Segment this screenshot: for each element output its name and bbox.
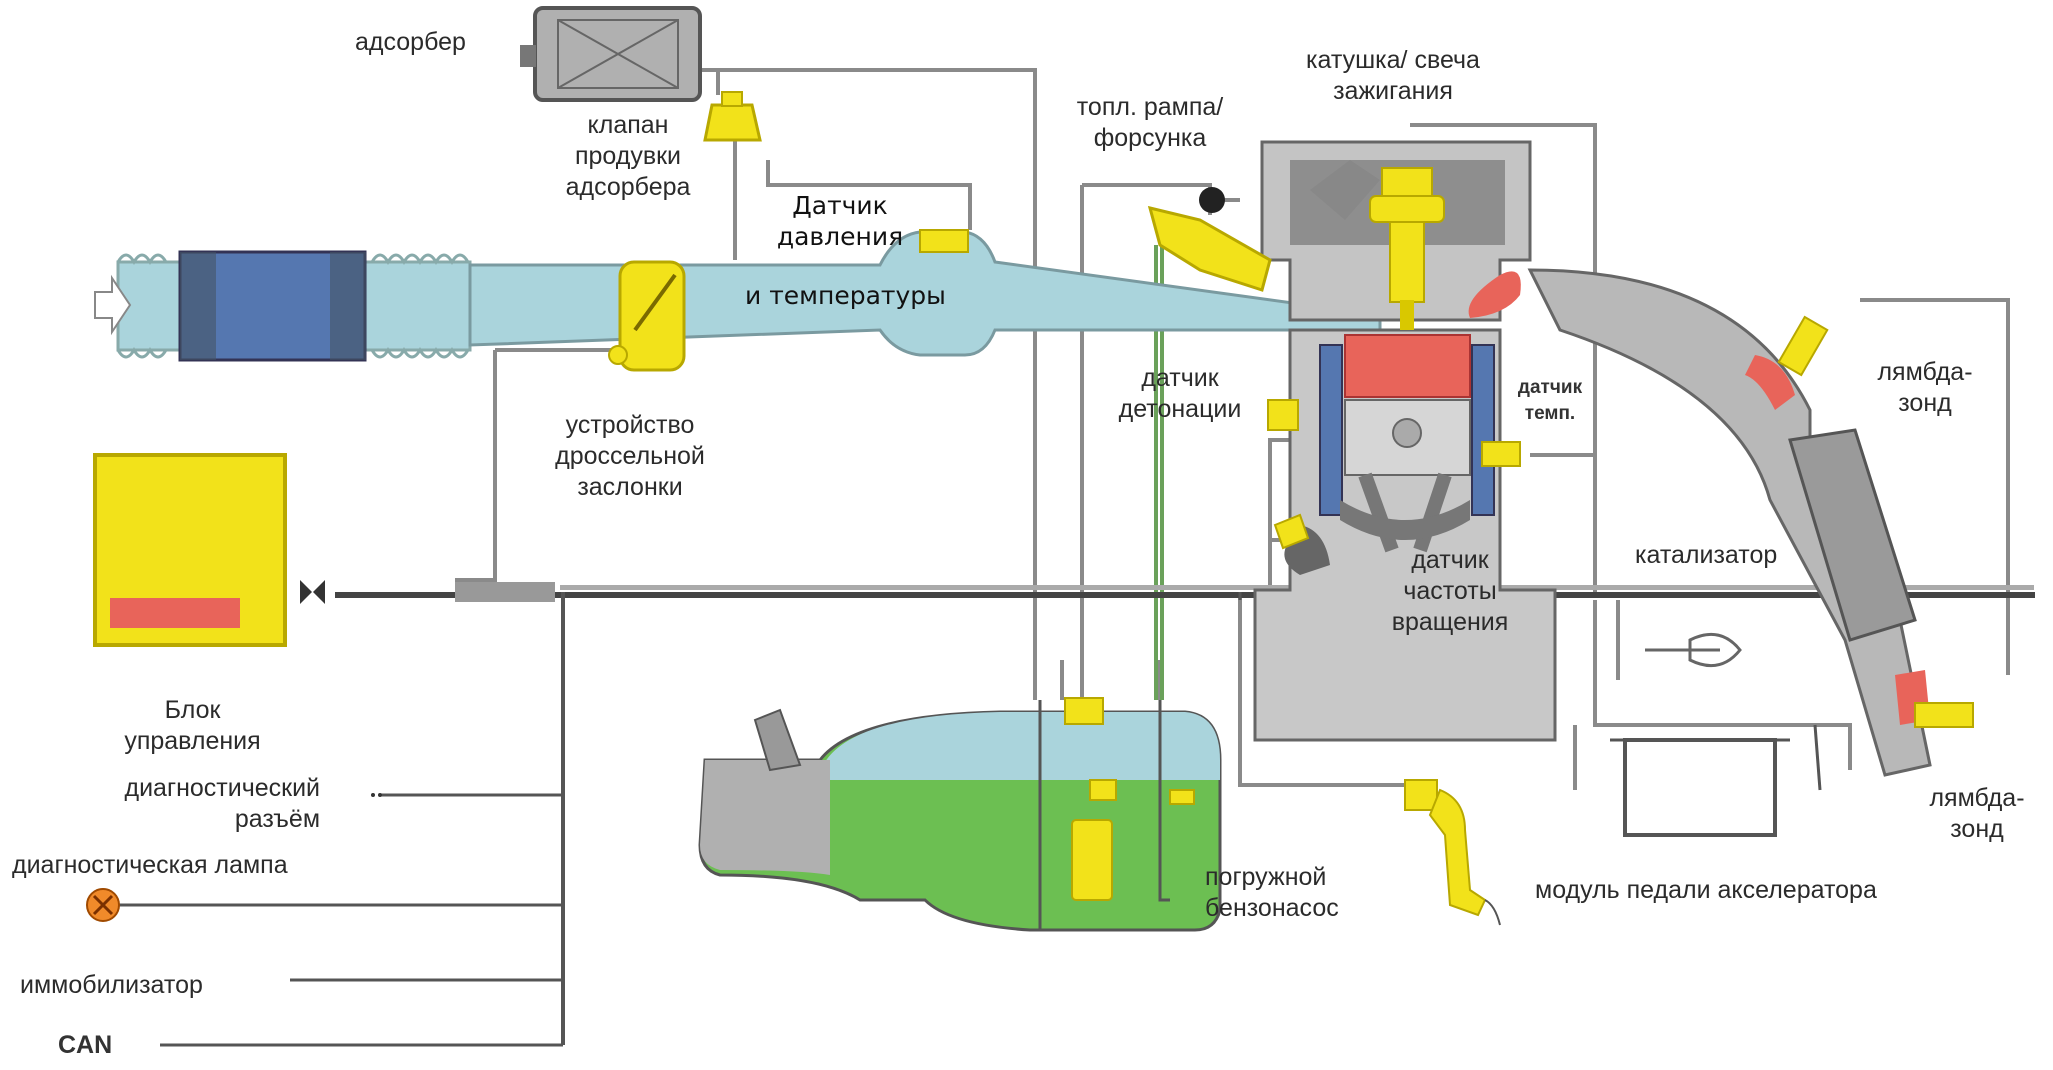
label-adsorber: адсорбер — [355, 28, 466, 56]
fuel-pump — [1071, 819, 1113, 901]
map-sensor — [919, 229, 969, 253]
label-catalyst: катализатор — [1635, 541, 1778, 569]
coolant-temp-sensor — [1481, 441, 1521, 467]
label-purge-valve: клапан продувки адсорбера — [565, 111, 691, 201]
intake-tract — [94, 230, 1382, 362]
label-lambda-lower: лямбда- зонд — [1929, 784, 2025, 843]
air-inlet-arrow — [94, 274, 132, 336]
label-throttle: устройство дроссельной заслонки — [555, 411, 705, 501]
label-can: CAN — [58, 1031, 113, 1059]
diagnostic-lamp-icon — [86, 888, 120, 922]
rpm-sensor-part — [1273, 513, 1310, 550]
accelerator-pedal — [1404, 779, 1501, 926]
label-pedal-module: модуль педали акселератора — [1535, 876, 1877, 904]
label-immobilizer: иммобилизатор — [20, 971, 203, 999]
adsorber-canister — [520, 6, 702, 102]
combustion-chamber — [1344, 334, 1471, 398]
diagnostic-connector-icon — [371, 793, 382, 797]
battery — [1610, 632, 1822, 837]
label-lambda-upper: лямбда- зонд — [1877, 358, 1973, 417]
label-ignition-coil: катушка/ свеча зажигания — [1306, 46, 1480, 105]
label-ecu: Блок управления — [124, 696, 261, 755]
label-diag-lamp: диагностическая лампа — [12, 851, 288, 879]
ignition-coil — [1369, 167, 1445, 330]
label-pressure-sensor-cont: и температуры — [745, 281, 946, 310]
label-temp-sensor: датчик темп. — [1517, 377, 1583, 424]
label-rpm-sensor: датчик частоты вращения — [1391, 546, 1509, 636]
knock-sensor-part — [1267, 399, 1299, 431]
ecu-box — [93, 453, 325, 647]
catalytic-converter — [1788, 428, 1917, 642]
label-knock-sensor: датчик детонации — [1118, 364, 1242, 423]
lambda-probe-lower — [1914, 702, 1974, 728]
label-fuel-rail: топл. рампа/ форсунка — [1076, 93, 1224, 152]
exhaust-pipe — [1527, 268, 1974, 777]
label-diag-connector: диагностический разъём — [124, 774, 321, 833]
label-pressure-sensor: Датчик давления — [776, 191, 904, 251]
purge-valve — [703, 91, 762, 142]
lambda-probe-upper — [1777, 315, 1829, 377]
fuel-injector — [1147, 187, 1272, 292]
fuel-tank — [698, 697, 1222, 932]
throttle-body — [608, 260, 686, 372]
label-fuel-pump: погружной бензонасос — [1205, 863, 1339, 922]
